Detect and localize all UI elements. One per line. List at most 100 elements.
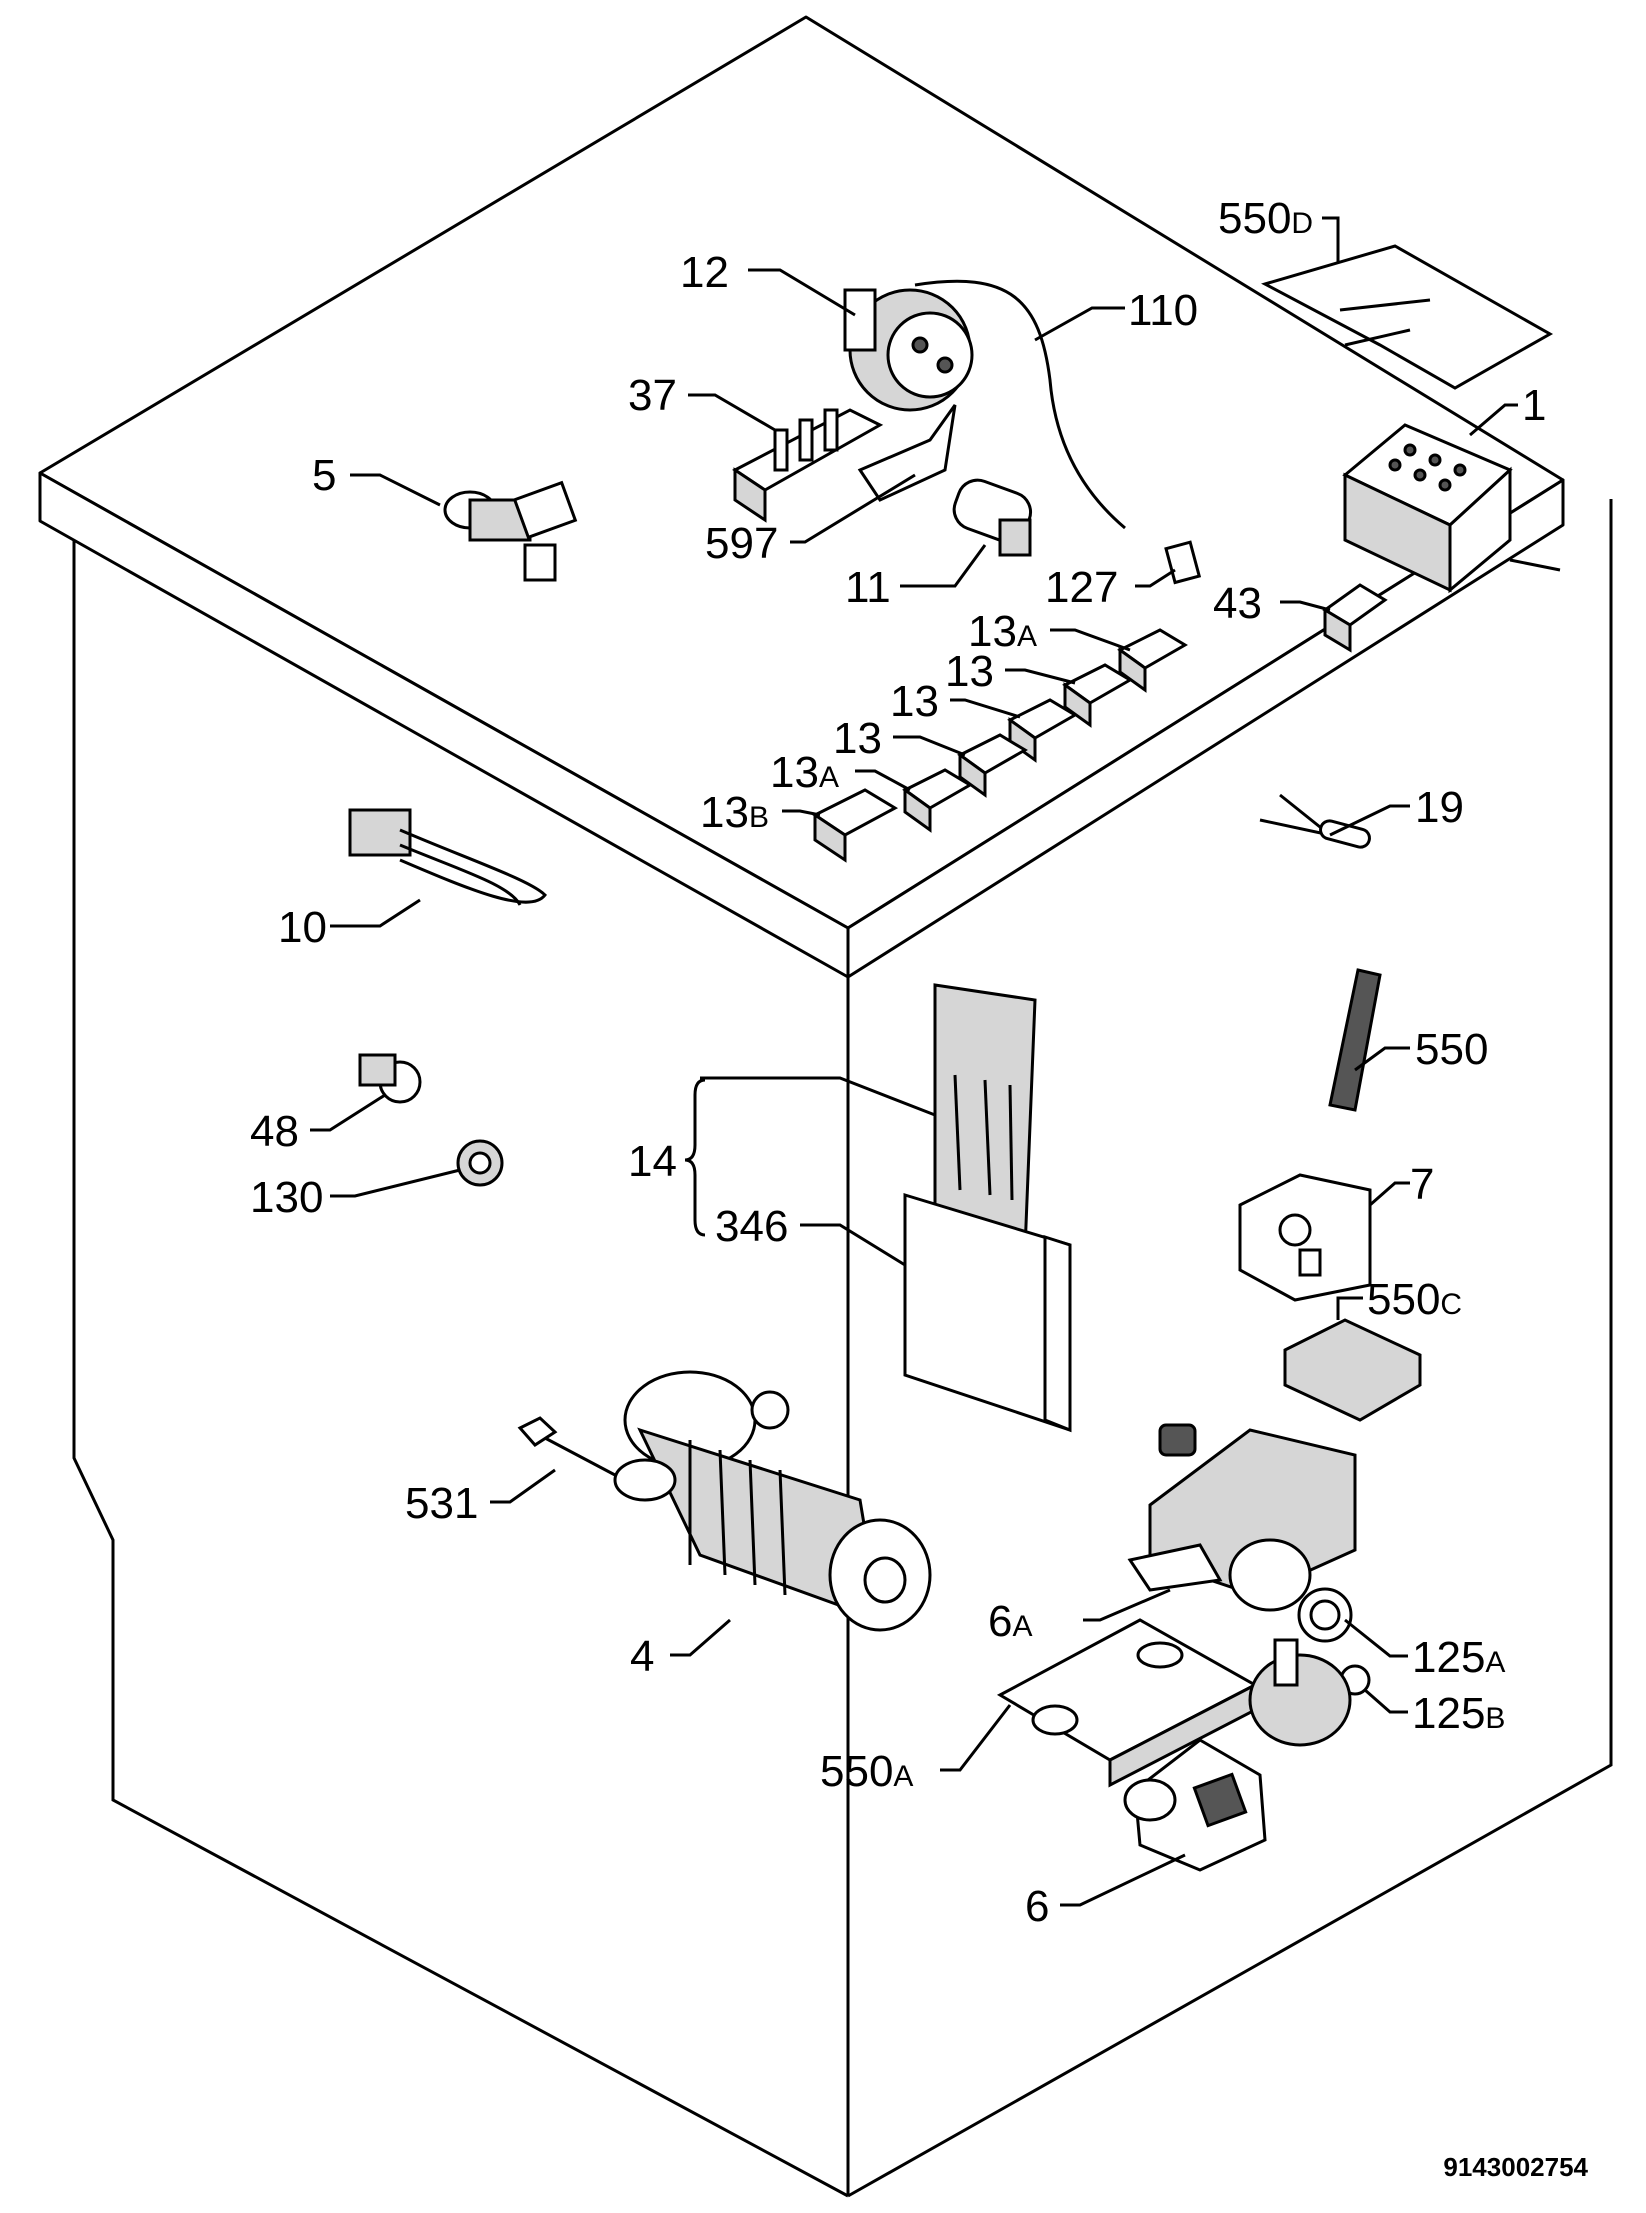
label-4: 4 <box>630 1632 654 1681</box>
label-13-1: 13 <box>945 647 994 696</box>
cabinet-left-wall <box>72 540 849 2198</box>
part-110-hose <box>914 279 1126 530</box>
connector-13-2 <box>1007 698 1078 763</box>
label-12: 12 <box>680 248 729 297</box>
connector-13a-top <box>1117 628 1188 693</box>
part-531-bolt <box>517 1416 616 1477</box>
part-5-inlet-valve <box>443 480 578 582</box>
leader-7 <box>1369 1181 1410 1207</box>
label-43: 43 <box>1213 579 1262 628</box>
label-130: 130 <box>250 1173 323 1222</box>
label-19: 19 <box>1415 783 1464 832</box>
part-48-switch <box>358 1053 422 1104</box>
drawing-number: 9143002754 <box>1443 2152 1588 2182</box>
label-37: 37 <box>628 371 677 420</box>
part-550c-cover <box>1283 1318 1422 1422</box>
cabinet-outline <box>38 15 1613 2198</box>
label-7: 7 <box>1410 1160 1434 1209</box>
part-37-terminal-block <box>732 408 884 523</box>
leader-13b <box>782 809 821 817</box>
leader-37 <box>688 393 776 432</box>
label-48: 48 <box>250 1107 299 1156</box>
part-127-plug <box>1164 540 1202 585</box>
part-14-346-dispenser <box>903 983 1072 1433</box>
leader-10 <box>330 898 421 928</box>
leader-6 <box>1060 1853 1186 1907</box>
label-13a-bottom: 13A <box>770 748 839 797</box>
label-110: 110 <box>1128 286 1198 335</box>
leader-13-3 <box>893 735 966 757</box>
part-4-motor <box>613 1370 932 1632</box>
leader-14 <box>700 1076 936 1117</box>
leader-1 <box>1469 403 1518 437</box>
label-6a: 6A <box>988 1597 1033 1646</box>
label-550c: 550C <box>1367 1275 1462 1324</box>
part-550-lever <box>1328 968 1382 1112</box>
label-127: 127 <box>1045 563 1118 612</box>
leader-125a <box>1344 1618 1408 1658</box>
leader-13-2 <box>950 698 1021 719</box>
label-13a-top: 13A <box>968 607 1037 656</box>
timer-knob-holes <box>1388 443 1467 492</box>
leader-550d <box>1322 216 1340 263</box>
part-125a-seal <box>1297 1587 1353 1643</box>
label-346: 346 <box>715 1202 788 1251</box>
part-550a-cover <box>996 1618 1259 1788</box>
bracket-14-346 <box>684 1078 706 1237</box>
leader-5 <box>350 473 441 507</box>
leader-12 <box>748 268 856 317</box>
label-11: 11 <box>845 563 891 612</box>
leader-6a <box>1083 1588 1171 1622</box>
label-14: 14 <box>628 1137 677 1186</box>
connector-13-1 <box>1062 663 1133 728</box>
label-10: 10 <box>278 903 327 952</box>
part-13-connectors <box>812 628 1188 863</box>
label-597: 597 <box>705 519 778 568</box>
part-10-heating-element <box>348 808 547 906</box>
leader-13a-top <box>1050 628 1131 652</box>
label-1: 1 <box>1522 381 1546 430</box>
leader-43 <box>1280 600 1331 612</box>
part-6-drain-pump <box>1123 1638 1352 1872</box>
part-43-switch <box>1322 583 1388 653</box>
leader-597 <box>790 473 916 544</box>
leader-4 <box>670 1618 731 1657</box>
leader-13-1 <box>1005 668 1076 685</box>
connector-13-3 <box>957 733 1028 798</box>
leader-19 <box>1329 804 1410 837</box>
leader-48 <box>310 1093 386 1132</box>
part-7-door-lock <box>1238 1173 1372 1302</box>
label-125b: 125B <box>1412 1689 1505 1738</box>
leader-346 <box>800 1223 906 1267</box>
label-531: 531 <box>405 1479 478 1528</box>
leader-550c <box>1336 1296 1363 1320</box>
label-125a: 125A <box>1412 1633 1505 1682</box>
part-1-programmer-timer <box>1342 423 1561 594</box>
leader-130 <box>330 1168 461 1198</box>
leader-550 <box>1354 1046 1410 1072</box>
part-550d-cover-plate <box>1261 244 1554 390</box>
leader-110 <box>1034 306 1125 342</box>
label-550: 550 <box>1415 1025 1488 1074</box>
leader-550a <box>940 1704 1012 1772</box>
leader-127 <box>1135 568 1176 588</box>
part-12-pressure-switch <box>843 288 974 412</box>
label-6: 6 <box>1025 1882 1049 1931</box>
label-550a: 550A <box>820 1747 913 1796</box>
leader-11 <box>900 544 987 588</box>
callout-labels: 550D 12 110 1 37 5 597 11 127 43 13A 13 … <box>250 194 1546 1931</box>
label-5: 5 <box>312 451 336 500</box>
part-6a-pump-housing <box>1127 1423 1357 1612</box>
part-130-nut <box>456 1139 504 1187</box>
label-13-3: 13 <box>833 714 882 763</box>
leader-125b <box>1364 1688 1408 1714</box>
connector-13a-bottom <box>902 768 973 833</box>
part-597-bracket <box>857 404 957 502</box>
callout-leaders <box>310 216 1518 1907</box>
label-13b: 13B <box>700 788 769 837</box>
leader-531 <box>490 1468 556 1504</box>
connector-13b <box>812 788 899 863</box>
part-11-capacitor <box>952 478 1033 557</box>
cabinet-right-wall <box>847 499 1613 2198</box>
